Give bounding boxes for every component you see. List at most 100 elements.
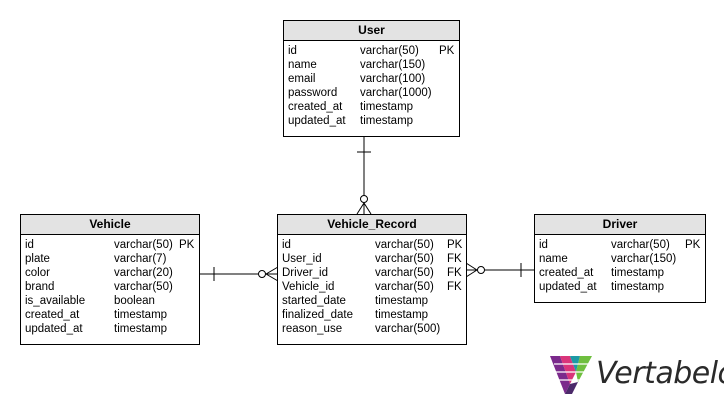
column-name: color: [25, 267, 50, 279]
crowfoot-top: [465, 262, 478, 271]
column-type: varchar(20): [114, 267, 173, 279]
column-row[interactable]: name varchar(150): [539, 252, 701, 266]
column-name: created_at: [539, 267, 594, 279]
column-row[interactable]: id varchar(50) PK: [539, 238, 701, 252]
column-name: name: [288, 59, 317, 71]
column-type: timestamp: [611, 281, 665, 293]
table-title: Vehicle: [21, 215, 199, 235]
column-type: varchar(50): [375, 239, 434, 251]
vertabelo-logo-text: Vertabelo: [596, 356, 724, 391]
column-name: id: [282, 239, 291, 251]
column-name: updated_at: [539, 281, 597, 293]
column-row[interactable]: id varchar(50) PK: [288, 44, 455, 58]
relationship-vehicle-vehicle-record: [199, 266, 279, 282]
column-type: boolean: [114, 295, 155, 307]
column-row[interactable]: finalized_date timestamp: [282, 308, 462, 322]
column-row[interactable]: updated_at timestamp: [539, 280, 701, 294]
relationship-user-vehicle-record: [356, 136, 372, 215]
column-key: FK: [447, 281, 462, 293]
column-name: id: [288, 45, 297, 57]
column-row[interactable]: Vehicle_id varchar(50) FK: [282, 280, 462, 294]
column-type: timestamp: [375, 309, 429, 321]
crowfoot-bottom: [465, 269, 478, 278]
column-name: password: [288, 87, 338, 99]
column-key: PK: [179, 239, 195, 251]
column-name: started_date: [282, 295, 346, 307]
column-type: timestamp: [611, 267, 665, 279]
relationship-driver-vehicle-record: [465, 262, 535, 278]
column-row[interactable]: started_date timestamp: [282, 294, 462, 308]
column-type: varchar(100): [360, 73, 426, 85]
zero-mark: [360, 195, 368, 203]
table-title: User: [284, 21, 459, 41]
column-type: timestamp: [375, 295, 429, 307]
column-name: Driver_id: [282, 267, 329, 279]
vertabelo-logo-icon: [550, 356, 592, 394]
column-type: timestamp: [114, 323, 168, 335]
crowfoot-right: [363, 202, 372, 215]
column-type: timestamp: [360, 101, 414, 113]
column-row[interactable]: plate varchar(7): [25, 252, 195, 266]
column-type: varchar(50): [114, 239, 173, 251]
column-row[interactable]: password varchar(1000): [288, 86, 455, 100]
column-key: FK: [447, 267, 462, 279]
column-row[interactable]: email varchar(100): [288, 72, 455, 86]
column-row[interactable]: created_at timestamp: [25, 308, 195, 322]
column-name: brand: [25, 281, 55, 293]
column-name: plate: [25, 253, 50, 265]
column-name: id: [539, 239, 548, 251]
column-key: PK: [685, 239, 701, 251]
column-row[interactable]: created_at timestamp: [539, 266, 701, 280]
column-type: varchar(50): [375, 281, 434, 293]
column-type: varchar(150): [611, 253, 677, 265]
column-type: varchar(7): [114, 253, 167, 265]
table-title: Vehicle_Record: [278, 215, 466, 235]
column-type: timestamp: [114, 309, 168, 321]
zero-mark: [477, 266, 485, 274]
column-name: updated_at: [25, 323, 83, 335]
column-row[interactable]: id varchar(50) PK: [282, 238, 462, 252]
column-name: User_id: [282, 253, 322, 265]
column-name: updated_at: [288, 115, 346, 127]
column-name: reason_use: [282, 323, 343, 335]
crowfoot-bottom: [265, 273, 279, 282]
column-row[interactable]: is_available boolean: [25, 294, 195, 308]
column-type: varchar(50): [611, 239, 670, 251]
column-type: varchar(50): [375, 267, 434, 279]
column-name: is_available: [25, 295, 86, 307]
crowfoot-top: [265, 266, 279, 275]
column-key: PK: [447, 239, 463, 251]
crowfoot-left: [356, 202, 365, 215]
column-type: varchar(500): [375, 323, 441, 335]
zero-mark: [258, 270, 266, 278]
column-key: PK: [439, 45, 455, 57]
column-name: created_at: [25, 309, 80, 321]
column-name: name: [539, 253, 568, 265]
column-type: varchar(1000): [360, 87, 432, 99]
column-name: created_at: [288, 101, 343, 113]
column-name: finalized_date: [282, 309, 353, 321]
vertabelo-logo: Vertabelo: [548, 352, 724, 400]
column-name: Vehicle_id: [282, 281, 335, 293]
column-name: email: [288, 73, 316, 85]
column-row[interactable]: created_at timestamp: [288, 100, 455, 114]
column-row[interactable]: reason_use varchar(500): [282, 322, 462, 336]
column-row[interactable]: Driver_id varchar(50) FK: [282, 266, 462, 280]
column-row[interactable]: updated_at timestamp: [25, 322, 195, 336]
column-type: varchar(50): [360, 45, 419, 57]
column-row[interactable]: color varchar(20): [25, 266, 195, 280]
